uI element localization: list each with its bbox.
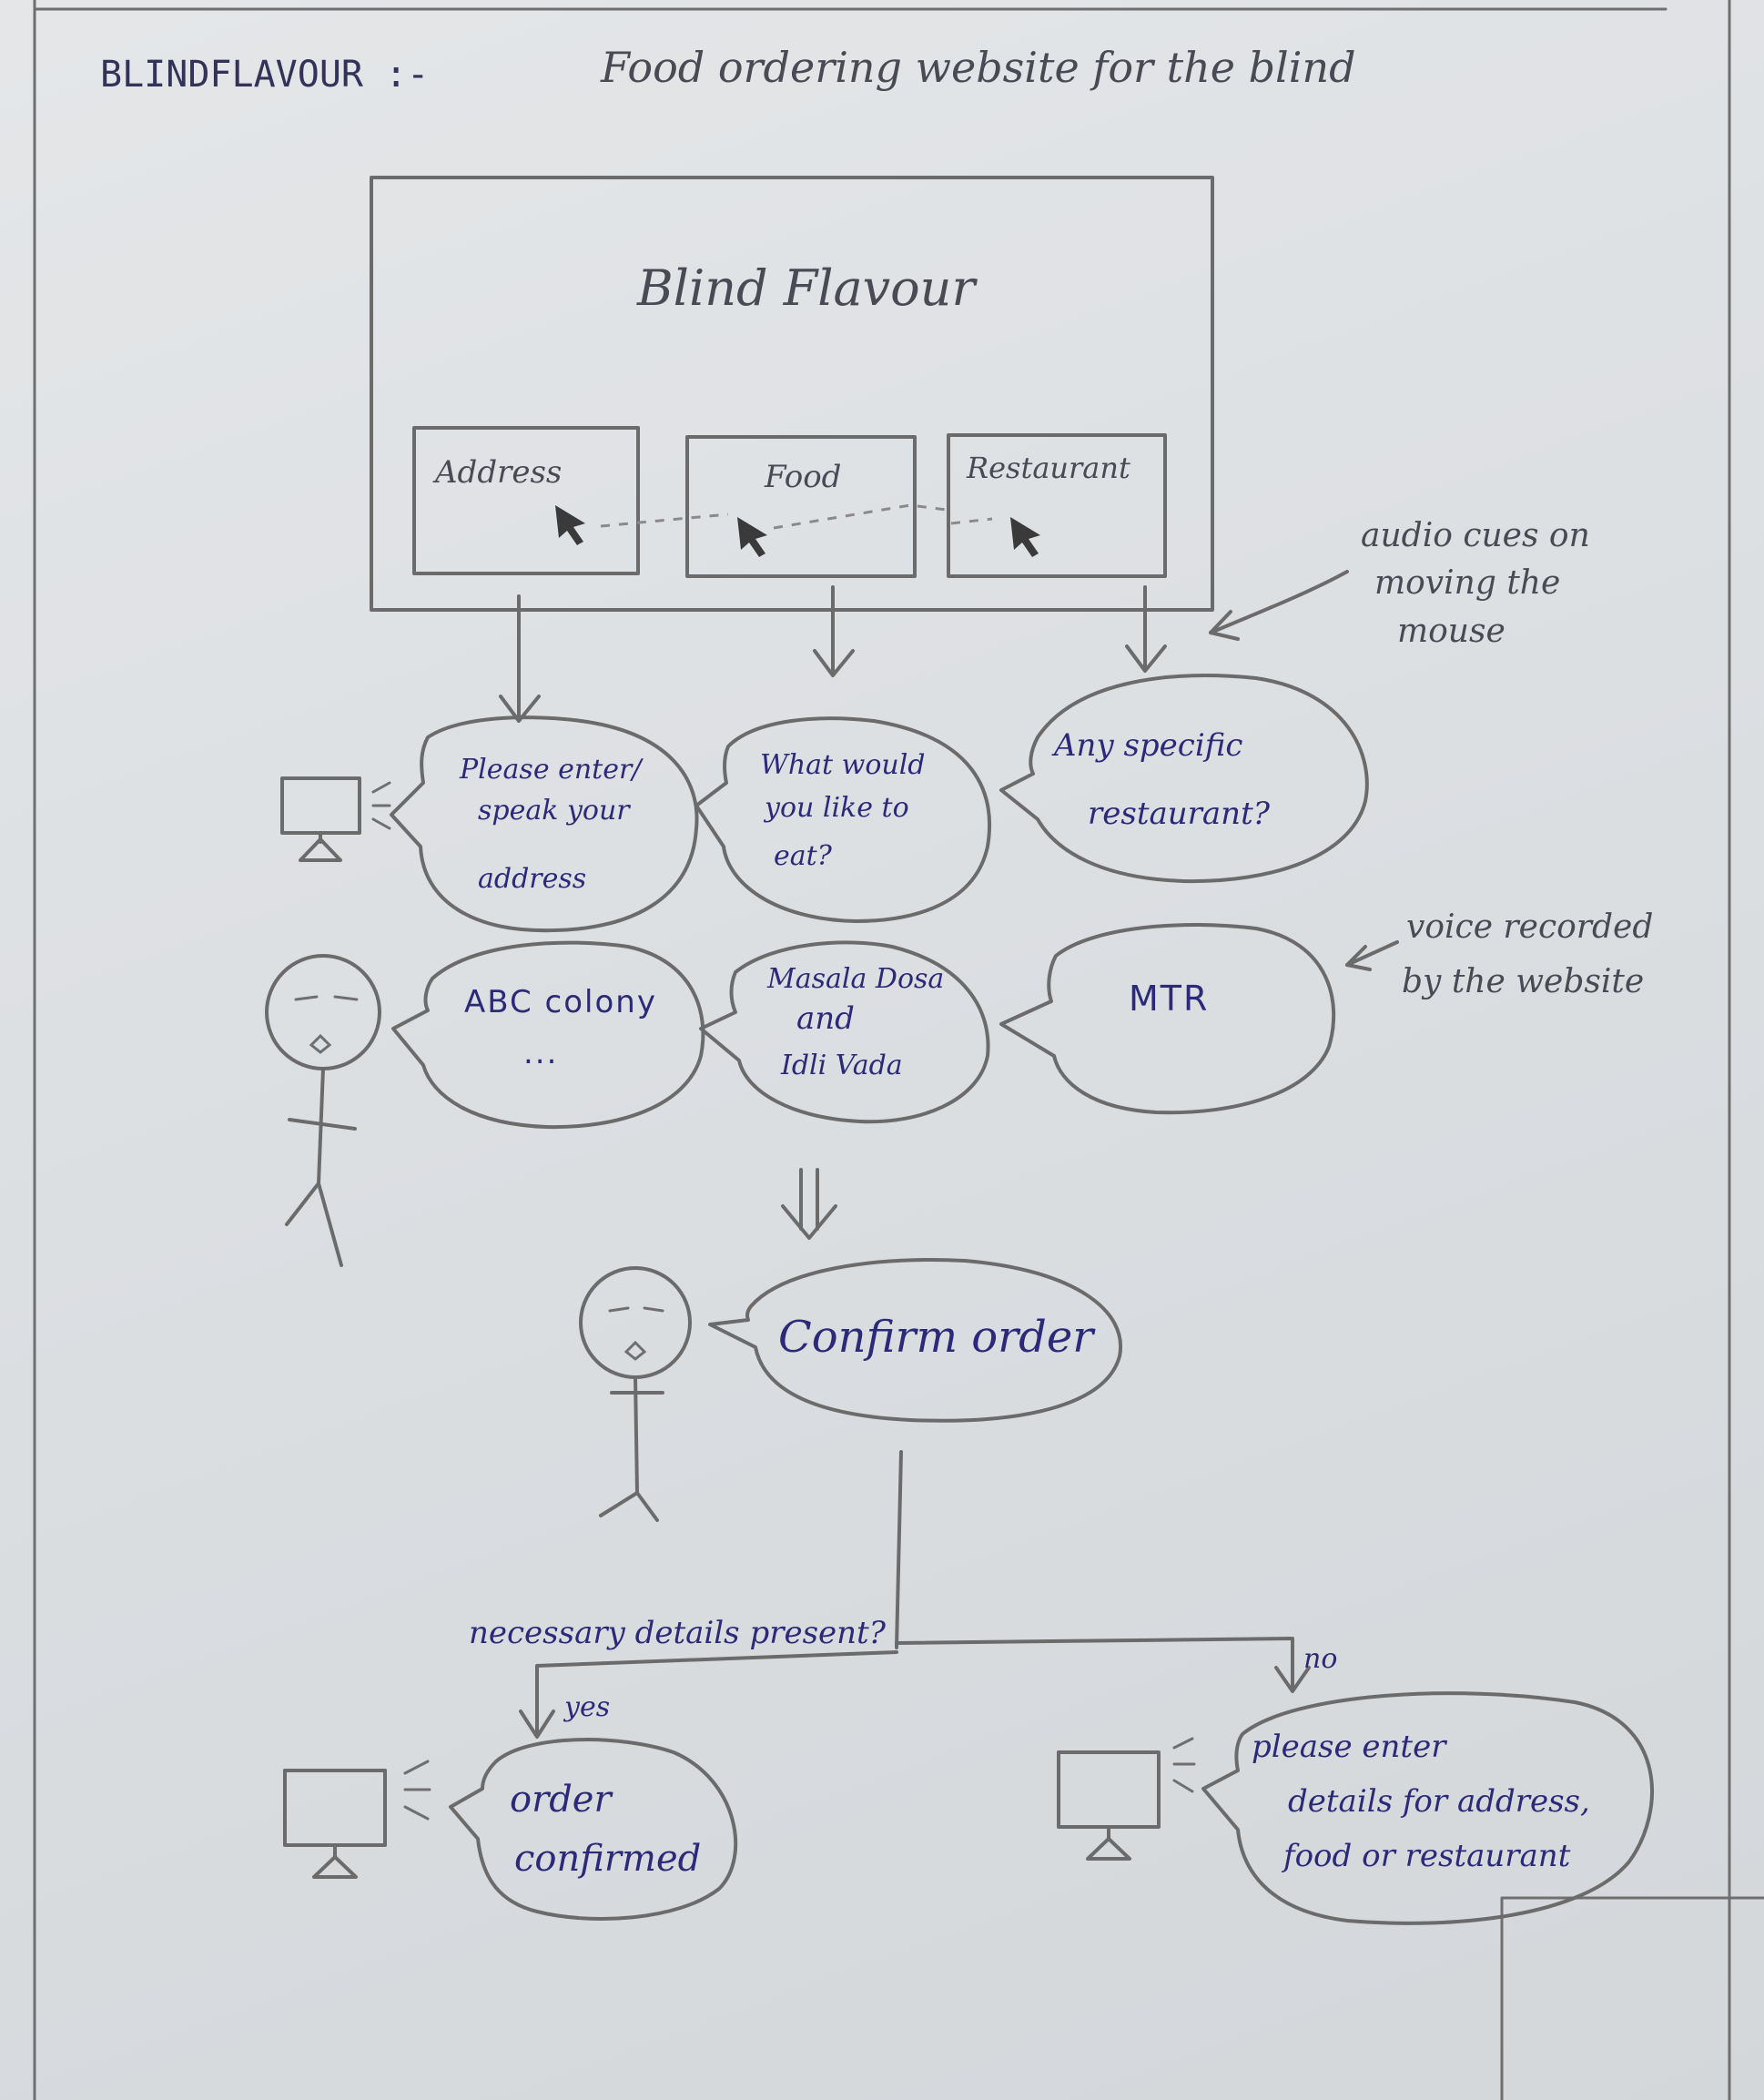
mouse-path-line [600, 512, 729, 528]
food-reply-line-3: Idli Vada [780, 1050, 903, 1081]
restaurant-button-label: Restaurant [966, 451, 1130, 485]
enter-details-line-1: please enter [1252, 1729, 1447, 1765]
audio-cue-note-line-1: audio cues on [1361, 517, 1590, 554]
confirm-order-bubble [708, 1258, 1123, 1423]
enter-details-line-3: food or restaurant [1281, 1838, 1571, 1874]
restaurant-prompt-line-2: restaurant? [1088, 796, 1271, 832]
cursor-icon [1010, 517, 1040, 557]
note-arrow [1209, 570, 1349, 634]
food-reply-line-2: and [796, 1000, 855, 1037]
address-button-label: Address [432, 454, 562, 491]
mouse-path-line [773, 503, 948, 530]
website-mockup-frame [370, 176, 1214, 612]
food-button-label: Food [764, 459, 841, 495]
user-figure [265, 954, 381, 1267]
computer-icon [283, 1760, 431, 1879]
food-prompt-line-3: eat? [774, 840, 833, 872]
address-prompt-line-2: speak your [478, 795, 631, 827]
user-figure [579, 1266, 692, 1522]
decision-stem [895, 1450, 903, 1649]
food-prompt-line-1: What would [760, 749, 926, 781]
food-down-arrow [813, 585, 855, 677]
computer-icon [1057, 1737, 1196, 1861]
mouse-path-line [950, 517, 993, 525]
food-reply-line-1: Masala Dosa [766, 963, 944, 995]
yes-label: yes [563, 1691, 610, 1723]
order-confirmed-bubble [449, 1738, 738, 1921]
voice-note-line-2: by the website [1402, 963, 1644, 1000]
page-corner-box [1500, 1896, 1764, 2100]
order-confirmed-line-2: confirmed [514, 1838, 701, 1880]
order-confirmed-line-1: order [510, 1779, 613, 1821]
restaurant-down-arrow [1125, 585, 1167, 673]
address-down-arrow [499, 594, 541, 723]
app-name-heading: BLINDFLAVOUR :- [100, 54, 429, 96]
restaurant-reply-line-1: MTR [1129, 979, 1209, 1019]
double-down-arrow [781, 1168, 837, 1240]
address-prompt-line-3: address [478, 863, 586, 895]
yes-branch-arrow [519, 1650, 898, 1739]
food-prompt-line-2: you like to [763, 792, 909, 824]
food-button[interactable] [685, 435, 917, 578]
restaurant-prompt-bubble [999, 674, 1369, 884]
address-reply-bubble [391, 940, 705, 1130]
no-branch-arrow [895, 1637, 1311, 1693]
tagline-heading: Food ordering website for the blind [600, 43, 1356, 92]
confirm-order-text: Confirm order [778, 1312, 1096, 1363]
enter-details-bubble [1201, 1691, 1654, 1925]
restaurant-prompt-line-1: Any specific [1051, 727, 1242, 764]
computer-icon [280, 776, 391, 862]
voice-note-arrow [1345, 940, 1399, 971]
address-button[interactable] [412, 426, 640, 575]
address-reply-line-2: ... [523, 1035, 558, 1071]
enter-details-line-2: details for address, [1288, 1783, 1590, 1820]
address-prompt-line-1: Please enter/ [459, 754, 644, 786]
address-prompt-bubble [390, 715, 699, 933]
address-reply-line-1: ABC colony [464, 984, 657, 1020]
mockup-title: Blind Flavour [636, 259, 978, 317]
food-reply-bubble [699, 940, 990, 1124]
voice-note-line-1: voice recorded [1406, 908, 1653, 946]
audio-cue-note-line-2: moving the [1374, 564, 1560, 602]
restaurant-button[interactable] [947, 433, 1167, 578]
restaurant-reply-bubble [999, 922, 1336, 1115]
decision-question: necessary details present? [469, 1615, 887, 1651]
food-prompt-bubble [694, 716, 992, 923]
note-arrowhead [1209, 610, 1240, 641]
cursor-icon [555, 505, 585, 545]
audio-cue-note-line-3: mouse [1397, 613, 1505, 650]
cursor-icon [737, 517, 767, 557]
no-label: no [1303, 1643, 1337, 1675]
